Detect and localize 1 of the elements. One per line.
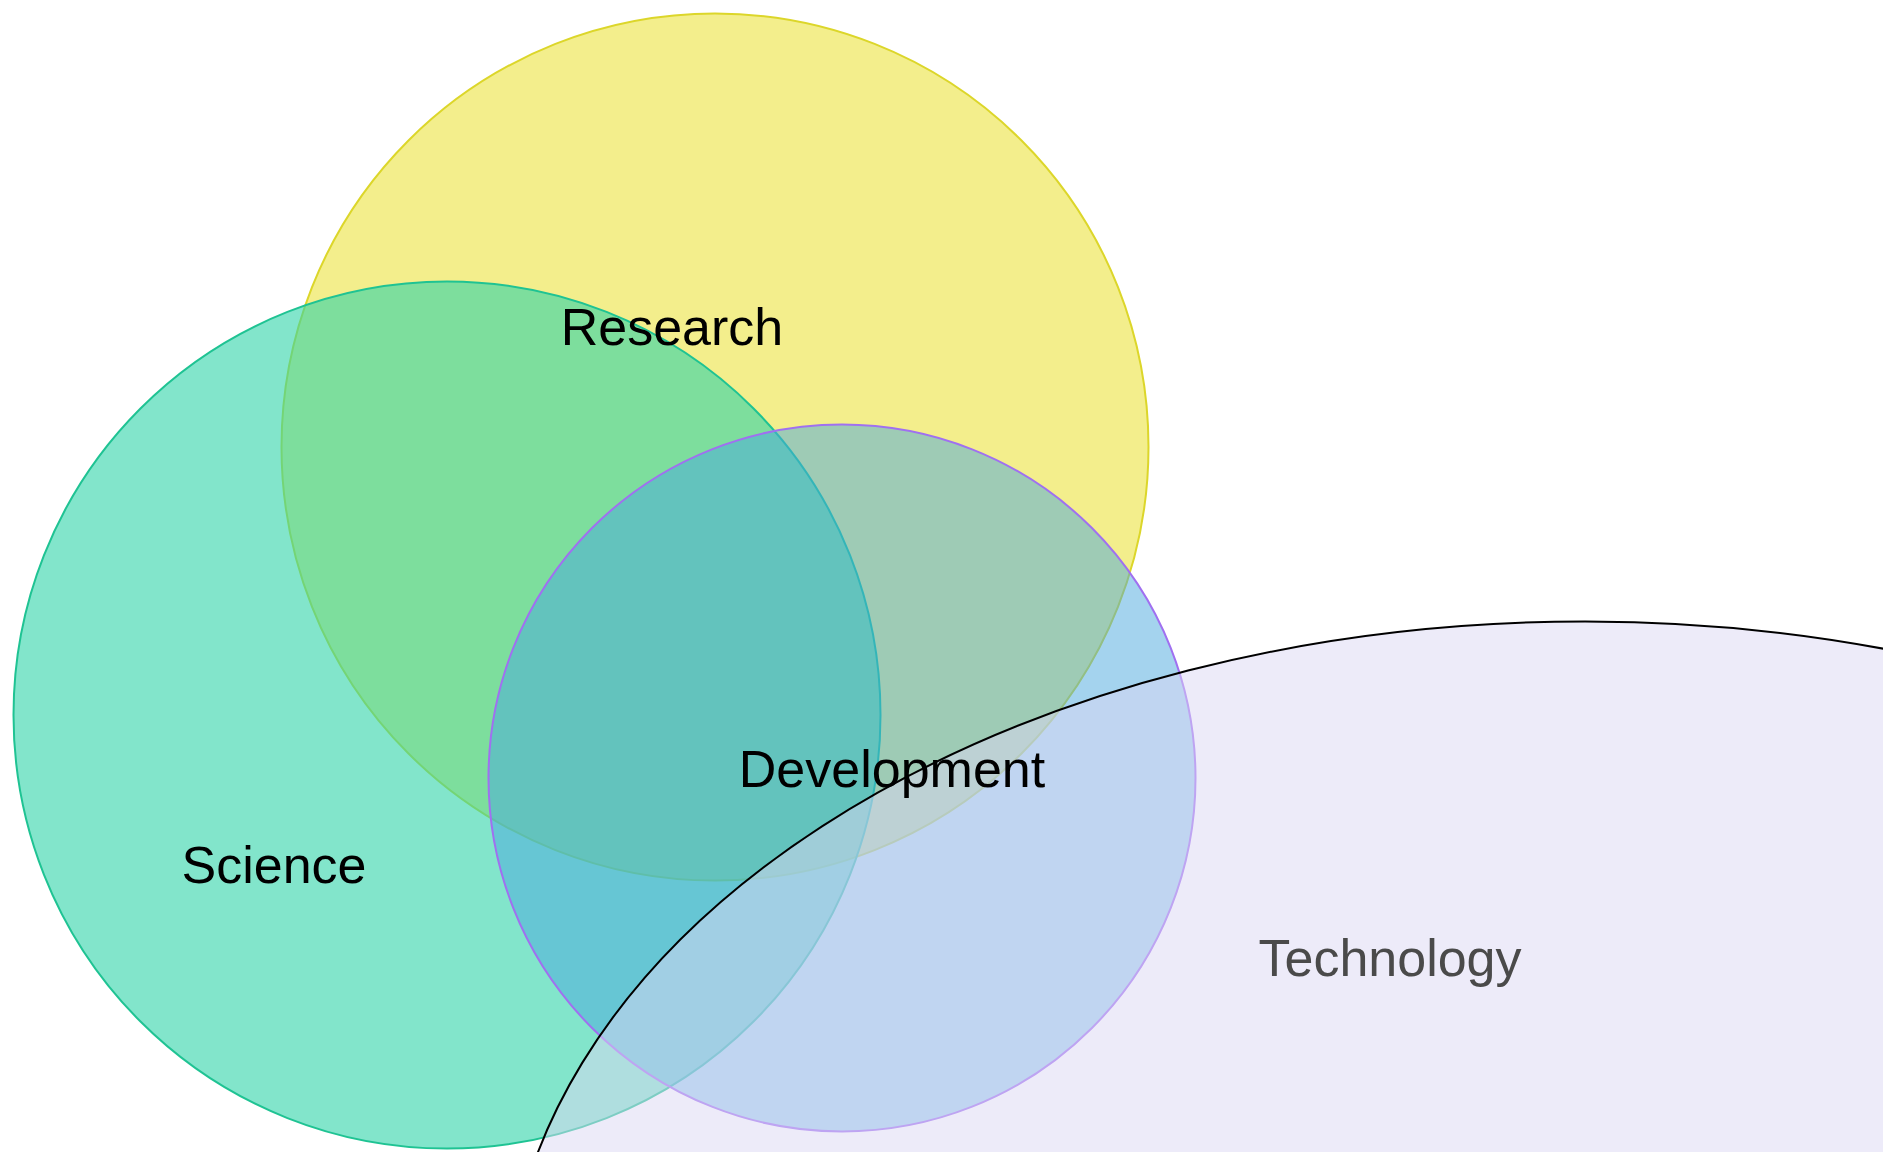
set-label: Science: [181, 839, 367, 891]
